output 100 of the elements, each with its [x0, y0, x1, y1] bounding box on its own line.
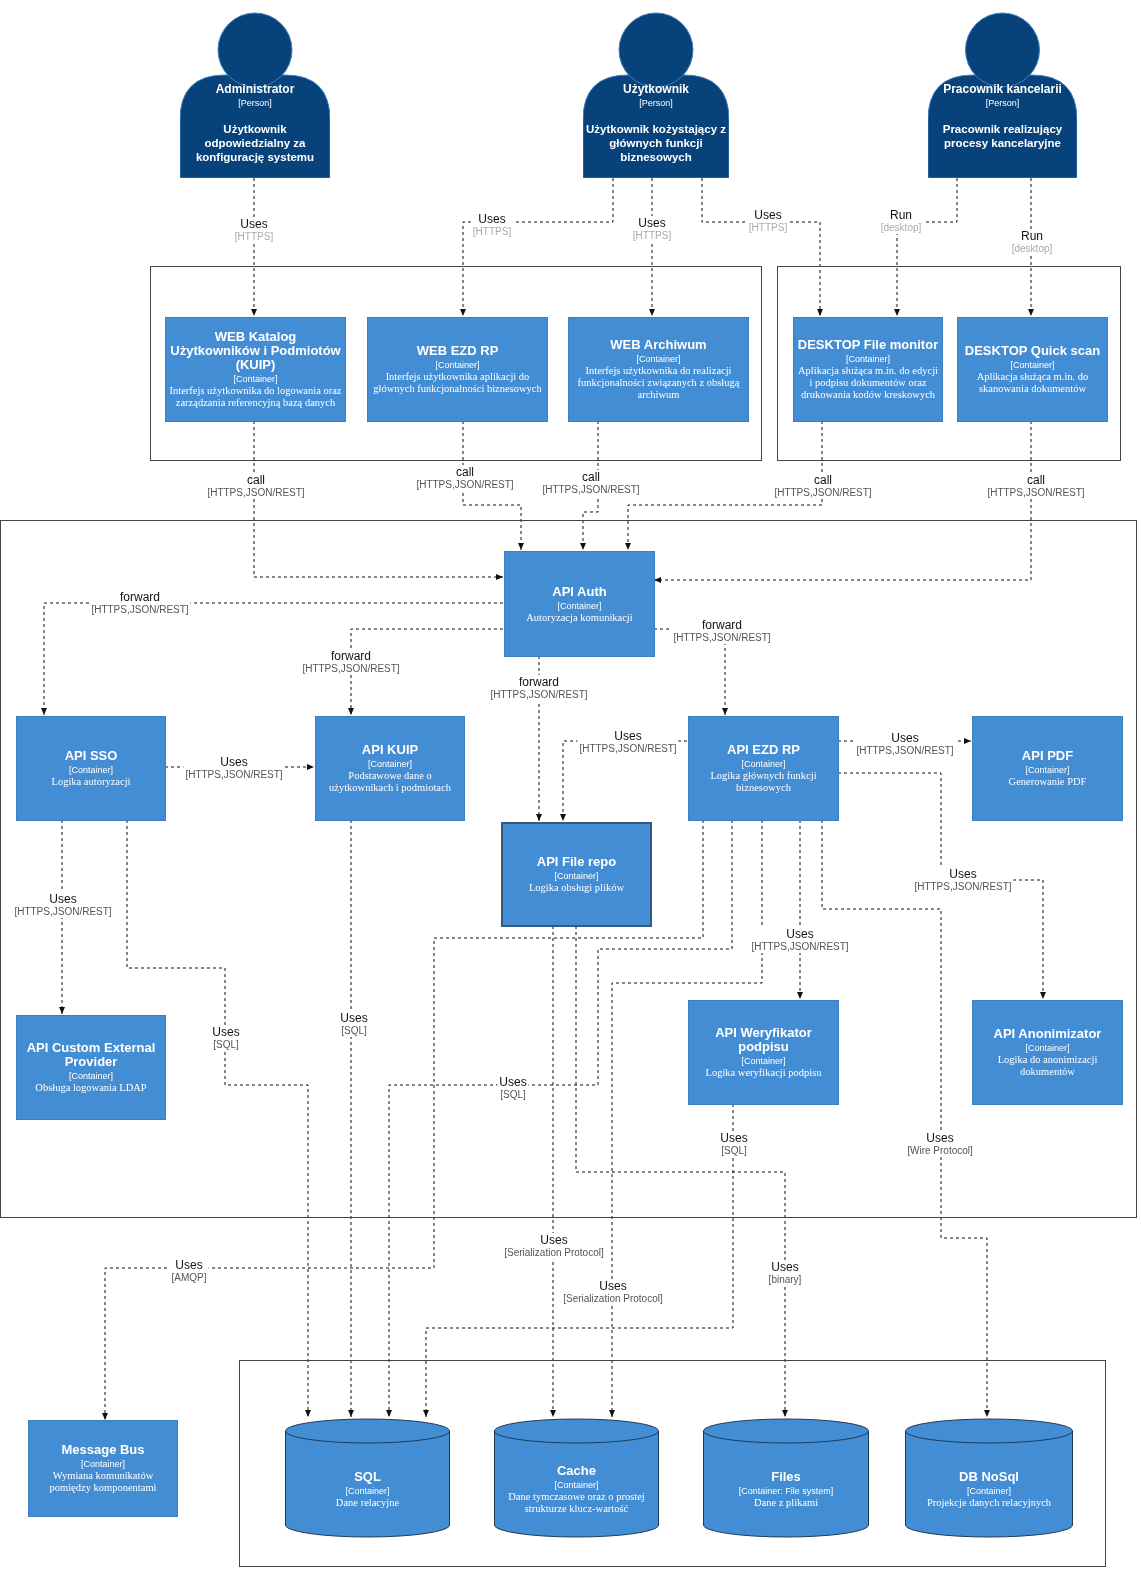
edge-label: Uses [HTTPS,JSON/REST] [183, 755, 285, 781]
edge-label: Uses [HTTPS,JSON/REST] [749, 927, 851, 953]
dashed-arrow [797, 819, 803, 1000]
container-description: Interfejs użytkownika aplikacji do głównych funkcjonalności biznesowych [372, 371, 543, 395]
technology-label: [Container] [233, 373, 278, 385]
dashed-arrow [462, 420, 524, 551]
person-type: [Person] [985, 97, 1020, 109]
dashed-arrow [348, 628, 504, 716]
person-type: [Person] [238, 97, 272, 109]
edge-label: Uses [HTTPS] [630, 216, 674, 242]
person-name: Pracownik kancelarii [943, 82, 1062, 96]
container-name: API PDF [1021, 749, 1074, 763]
technology-label: [Container] [967, 1484, 1011, 1497]
edge-label: Uses [HTTPS,JSON/REST] [577, 729, 679, 755]
container-box [501, 822, 652, 927]
container-box [688, 716, 839, 821]
edge-label: Uses [HTTPS] [232, 217, 276, 243]
dashed-arrow [609, 819, 763, 1418]
container-box [957, 317, 1108, 422]
technology-label: [Container] [557, 599, 602, 612]
container-box [16, 1015, 166, 1120]
edge-label: Uses [HTTPS,JSON/REST] [12, 892, 114, 918]
container-name: DESKTOP File monitor [797, 338, 939, 352]
edge-label: Uses [binary] [766, 1260, 804, 1286]
container-description: Logika weryfikacji podpisu [705, 1067, 822, 1079]
dashed-arrow [575, 925, 788, 1418]
container-box [28, 1420, 178, 1517]
dashed-arrow [580, 420, 599, 551]
dashed-arrow [649, 177, 655, 317]
technology-label: [Container] [846, 353, 890, 365]
edge-label: Uses [HTTPS] [470, 212, 514, 238]
edge-label: Uses [SQL] [338, 1011, 370, 1037]
container-name: Message Bus [61, 1443, 145, 1457]
edge-label: call [HTTPS,JSON/REST] [205, 473, 307, 499]
container-box [568, 317, 749, 422]
boundary-box [777, 266, 1121, 461]
container-description: Autoryzacja komunikacji [526, 611, 633, 624]
edge-label: Uses [Serialization Protocol] [561, 1279, 665, 1305]
edge-label: Uses [HTTPS,JSON/REST] [854, 731, 956, 757]
container-box [972, 716, 1123, 821]
dashed-arrow [251, 177, 257, 317]
container-box [504, 551, 655, 657]
dashed-arrow [423, 1103, 734, 1418]
person-description: Użytkownik odpowiedzialny za konfigurację systemu [194, 122, 316, 164]
edge-label: Uses [SQL] [718, 1131, 750, 1157]
edge-label: Run [desktop] [878, 208, 924, 234]
edge-label: forward [HTTPS,JSON/REST] [488, 675, 590, 701]
technology-label: [Container] [741, 1055, 786, 1067]
technology-label: [Container] [345, 1484, 390, 1497]
container-name: API File repo [536, 855, 617, 869]
edge-label: call [HTTPS,JSON/REST] [985, 473, 1087, 499]
boundary-box [239, 1360, 1106, 1567]
edge-label: call [HTTPS,JSON/REST] [540, 470, 642, 496]
container-name: WEB EZD RP [416, 344, 499, 358]
container-description: Aplikacja służąca m.in. do skanowania dokumentów [975, 371, 1090, 395]
edge-label: Uses [AMQP] [169, 1258, 209, 1284]
technology-label: [Container] [554, 1478, 599, 1491]
container-description: Aplikacja służąca m.in. do edycji i podpisu dokumentów oraz drukowania kodów kreskowych [797, 365, 939, 401]
container-name: Cache [557, 1463, 596, 1478]
dashed-arrow [536, 655, 542, 822]
container-name: API KUIP [361, 743, 419, 757]
edge-label: Uses [SQL] [210, 1025, 242, 1051]
container-name: API Anonimizator [993, 1027, 1102, 1041]
container-name: SQL [354, 1469, 381, 1484]
container-name: API Custom External Provider [25, 1041, 157, 1069]
technology-label: [Container] [368, 758, 412, 770]
dashed-arrow [126, 819, 311, 1418]
boundary-box [0, 520, 1137, 1218]
container-name: WEB Archiwum [610, 338, 707, 352]
edge-label: forward [HTTPS,JSON/REST] [89, 590, 191, 616]
edge-label: call [HTTPS,JSON/REST] [414, 465, 516, 491]
person-name: Użytkownik [623, 82, 689, 96]
dashed-arrow [59, 819, 65, 1015]
technology-label: [Container: File system] [738, 1484, 834, 1497]
dashed-arrow [460, 177, 614, 317]
container-name: WEB Katalog Użytkowników i Podmiotów (KUIP) [169, 330, 342, 372]
dashed-arrow [625, 420, 823, 551]
boundary-box [150, 266, 762, 461]
edge-label: Uses [HTTPS] [746, 208, 790, 234]
edge-label: Uses [SQL] [497, 1075, 529, 1101]
edge-label: forward [HTTPS,JSON/REST] [671, 618, 773, 644]
technology-label: [Container] [554, 870, 599, 882]
technology-label: [Container] [81, 1458, 125, 1470]
container-description: Wymiana komunikatów pomiędzy komponentami [48, 1470, 158, 1494]
container-box [165, 317, 346, 422]
container-description: Logika do anonimizacji dokumentów [996, 1054, 1099, 1078]
person-type: [Person] [639, 97, 673, 109]
person-name: Administrator [215, 82, 295, 96]
container-name: DB NoSql [959, 1469, 1019, 1484]
technology-label: [Container] [1025, 764, 1070, 776]
container-description: Generowanie PDF [1008, 776, 1087, 788]
technology-label: [Container] [636, 353, 681, 365]
container-description: Projekcje danych relacyjnych [926, 1496, 1052, 1509]
edge-label: Run [desktop] [1009, 229, 1055, 255]
container-box [793, 317, 943, 422]
technology-label: [Container] [69, 1070, 113, 1082]
technology-label: [Container] [69, 764, 113, 776]
container-description: Interfejs użytkownika do logowania oraz zarządzania referencyjną bazą danych [169, 385, 342, 409]
container-name: Files [771, 1469, 801, 1484]
person-description: Pracownik realizujący procesy kancelaryjne [941, 122, 1064, 150]
